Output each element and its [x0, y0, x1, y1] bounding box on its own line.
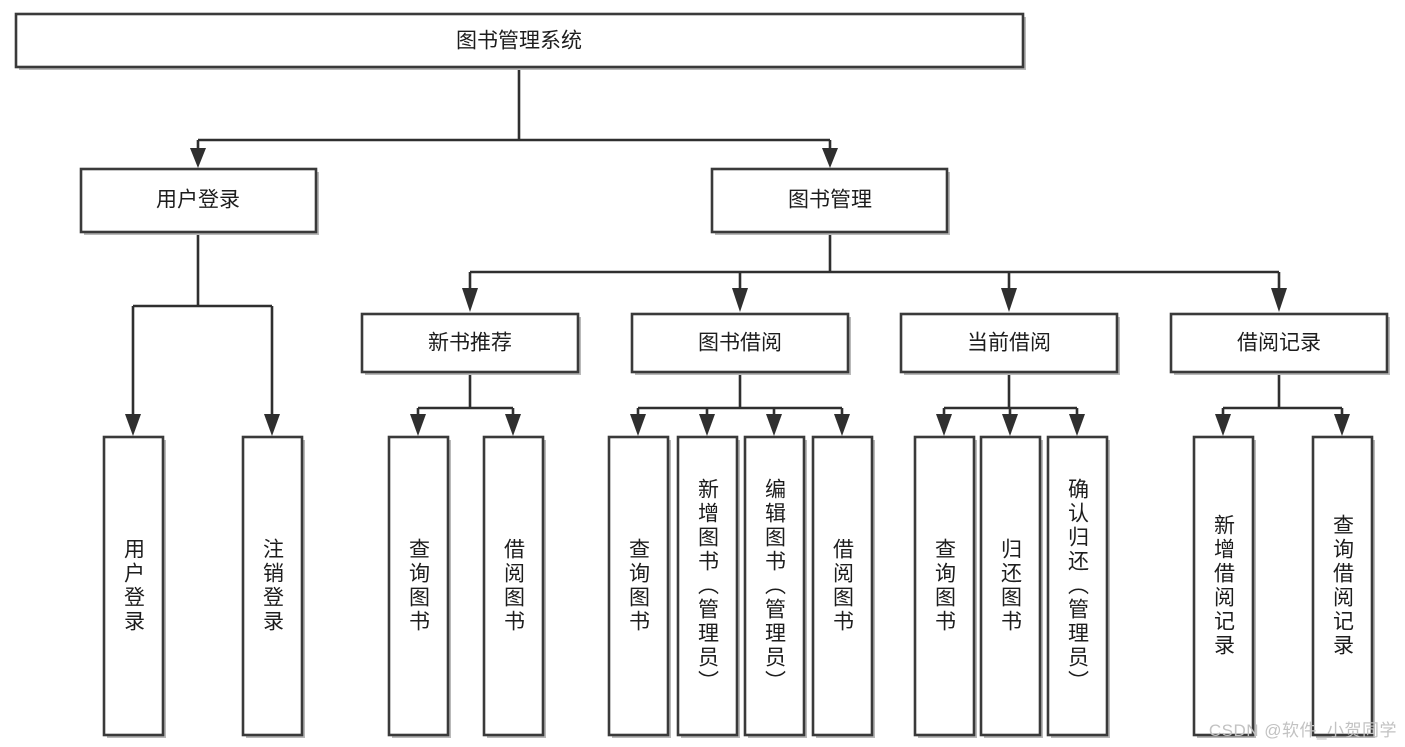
arrow-user-login-l2: [264, 414, 280, 436]
leaf-box[interactable]: [607, 435, 670, 737]
borrow-record-label: 借阅记录: [1237, 332, 1321, 355]
leaf-box[interactable]: [482, 435, 545, 737]
leaf-user-login-signin[interactable]: 用户登录: [102, 435, 166, 738]
node-root-book-management-system[interactable]: 图书管理系统: [14, 12, 1026, 70]
leaf-label: 借阅图书: [502, 538, 526, 634]
arrow-bb-l1: [630, 414, 646, 436]
leaf-box[interactable]: [743, 435, 806, 737]
leaf-box[interactable]: [1192, 435, 1255, 737]
arrow-bm-c2: [732, 288, 748, 312]
leaf-label: 用户登录: [122, 538, 146, 634]
arrow-cb-l1: [936, 414, 952, 436]
borrow-record-box[interactable]: [1169, 312, 1389, 374]
node-new-book-recommend[interactable]: 新书推荐: [360, 312, 581, 375]
node-book-borrow[interactable]: 图书借阅: [630, 312, 851, 375]
arrow-bm-c1: [462, 288, 478, 312]
leaf-borrow-borrow-book[interactable]: 借阅图书: [811, 435, 875, 738]
book-management-label: 图书管理: [788, 189, 872, 212]
node-book-management[interactable]: 图书管理: [710, 167, 950, 235]
leaf-label: 查询图书: [933, 538, 957, 634]
leaf-box[interactable]: [913, 435, 976, 737]
leaf-label: 查询图书: [407, 538, 431, 634]
leaf-box[interactable]: [1046, 435, 1109, 737]
new-book-recommend-box[interactable]: [360, 312, 580, 374]
arrow-br-l1: [1215, 414, 1231, 436]
leaf-box[interactable]: [387, 435, 450, 737]
leaf-box[interactable]: [1311, 435, 1374, 737]
leaf-label: 确认归还（管理员）: [1066, 478, 1090, 694]
book-borrow-label: 图书借阅: [698, 332, 782, 355]
leaf-new-book-query[interactable]: 查询图书: [387, 435, 451, 738]
leaf-label: 注销登录: [261, 538, 285, 634]
leaf-borrow-add-book[interactable]: 新增图书（管理员）: [676, 435, 740, 738]
leaf-box[interactable]: [241, 435, 304, 737]
leaf-label: 借阅图书: [831, 538, 855, 634]
leaf-borrow-edit-book[interactable]: 编辑图书（管理员）: [743, 435, 807, 738]
arrow-nbr-l2: [505, 414, 521, 436]
arrow-bm-c4: [1271, 288, 1287, 312]
leaf-box[interactable]: [676, 435, 739, 737]
current-borrow-label: 当前借阅: [967, 332, 1051, 355]
leaf-label: 查询图书: [627, 538, 651, 634]
arrow-user-login-l1: [125, 414, 141, 436]
leaf-box[interactable]: [979, 435, 1042, 737]
arrow-bb-l4: [834, 414, 850, 436]
leaf-current-query-book[interactable]: 查询图书: [913, 435, 977, 738]
root-box[interactable]: [14, 12, 1025, 69]
leaf-label: 新增借阅记录: [1212, 514, 1236, 658]
arrow-bm-c3: [1001, 288, 1017, 312]
leaf-box[interactable]: [102, 435, 165, 737]
arrow-bb-l2: [699, 414, 715, 436]
node-current-borrow[interactable]: 当前借阅: [899, 312, 1120, 375]
leaf-record-query[interactable]: 查询借阅记录: [1311, 435, 1375, 738]
node-user-login[interactable]: 用户登录: [79, 167, 319, 235]
node-borrow-record[interactable]: 借阅记录: [1169, 312, 1390, 375]
leaf-current-confirm-return[interactable]: 确认归还（管理员）: [1046, 435, 1110, 738]
new-book-recommend-label: 新书推荐: [428, 332, 512, 355]
leaf-new-book-borrow[interactable]: 借阅图书: [482, 435, 546, 738]
arrow-bb-l3: [766, 414, 782, 436]
leaf-record-add[interactable]: 新增借阅记录: [1192, 435, 1256, 738]
arrow-br-l2: [1334, 414, 1350, 436]
leaf-box[interactable]: [811, 435, 874, 737]
arrow-root-to-book-mgmt: [822, 148, 838, 168]
leaf-current-return-book[interactable]: 归还图书: [979, 435, 1043, 738]
arrow-cb-l2: [1002, 414, 1018, 436]
arrow-nbr-l1: [410, 414, 426, 436]
user-login-label: 用户登录: [156, 189, 240, 212]
connectors: [125, 68, 1350, 436]
book-management-box[interactable]: [710, 167, 949, 234]
arrow-root-to-user-login: [190, 148, 206, 168]
leaf-label: 编辑图书（管理员）: [763, 478, 787, 694]
leaf-borrow-query-book[interactable]: 查询图书: [607, 435, 671, 738]
leaf-user-login-signout[interactable]: 注销登录: [241, 435, 305, 738]
book-borrow-box[interactable]: [630, 312, 850, 374]
leaf-label: 新增图书（管理员）: [696, 478, 720, 694]
leaf-label: 查询借阅记录: [1331, 514, 1355, 658]
current-borrow-box[interactable]: [899, 312, 1119, 374]
user-login-box[interactable]: [79, 167, 318, 234]
root-label: 图书管理系统: [456, 30, 582, 53]
arrow-cb-l3: [1069, 414, 1085, 436]
leaf-label: 归还图书: [999, 538, 1023, 634]
